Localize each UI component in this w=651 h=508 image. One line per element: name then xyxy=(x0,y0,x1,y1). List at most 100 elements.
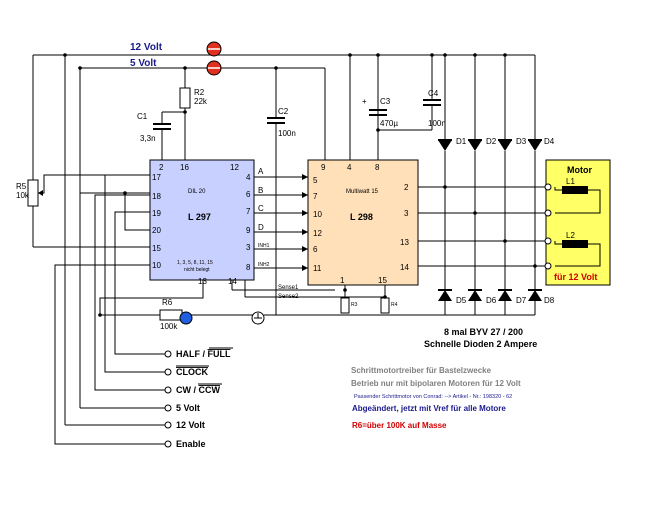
ground-icon xyxy=(251,311,265,325)
rail-5v: 5 Volt xyxy=(80,58,325,76)
svg-text:15: 15 xyxy=(378,276,387,285)
svg-text:3: 3 xyxy=(404,209,409,218)
svg-text:4: 4 xyxy=(246,173,251,182)
rail-12v: 12 Volt xyxy=(33,41,535,57)
svg-text:CW / CCW: CW / CCW xyxy=(176,385,220,395)
svg-text:R6: R6 xyxy=(162,298,173,307)
input-terminals xyxy=(164,350,172,448)
svg-text:11: 11 xyxy=(313,264,322,273)
svg-text:10: 10 xyxy=(152,261,161,270)
svg-text:D8: D8 xyxy=(544,296,555,305)
svg-text:16: 16 xyxy=(180,163,189,172)
out-d-label: D xyxy=(258,223,264,232)
svg-text:CLOCK: CLOCK xyxy=(176,367,208,377)
motor-box: Motor L1 L2 für 12 Volt xyxy=(544,159,611,286)
note-title: Schrittmotortreiber für Bastelzwecke xyxy=(351,366,492,375)
svg-text:C1: C1 xyxy=(137,112,148,121)
diode-note-line2: Schnelle Dioden 2 Ampere xyxy=(424,339,537,349)
svg-text:8: 8 xyxy=(375,163,380,172)
resistor-r6: R6 100k xyxy=(100,298,258,331)
terminal-12v xyxy=(164,421,172,429)
diodes-top: D1 D2 D3 D4 xyxy=(438,137,555,151)
svg-text:8: 8 xyxy=(246,263,251,272)
svg-text:9: 9 xyxy=(246,226,251,235)
svg-text:C2: C2 xyxy=(278,107,289,116)
svg-text:D6: D6 xyxy=(486,296,497,305)
svg-text:14: 14 xyxy=(400,263,409,272)
svg-text:470µ: 470µ xyxy=(380,119,398,128)
svg-text:7: 7 xyxy=(313,192,318,201)
svg-text:3,3n: 3,3n xyxy=(140,134,156,143)
svg-text:DIL 20: DIL 20 xyxy=(188,189,206,195)
svg-text:nicht belegt: nicht belegt xyxy=(184,267,210,273)
potentiometer-r5: R5 10k xyxy=(16,174,95,207)
terminal-cw-ccw xyxy=(164,386,172,394)
svg-text:L2: L2 xyxy=(566,231,575,240)
out-b-label: B xyxy=(258,186,263,195)
terminal-half-full xyxy=(164,350,172,358)
svg-text:10: 10 xyxy=(313,210,322,219)
svg-text:D5: D5 xyxy=(456,296,467,305)
capacitor-c2: C2 100n xyxy=(267,107,296,138)
svg-text:1, 3, 5, 8, 11, 15: 1, 3, 5, 8, 11, 15 xyxy=(177,260,213,266)
svg-text:6: 6 xyxy=(313,245,318,254)
svg-text:Multiwatt 15: Multiwatt 15 xyxy=(346,189,379,195)
resistor-r3: R3 xyxy=(340,297,358,314)
svg-text:14: 14 xyxy=(228,277,237,286)
svg-text:5 Volt: 5 Volt xyxy=(176,403,200,413)
svg-text:12: 12 xyxy=(313,229,322,238)
sense2-label: Sense2 xyxy=(278,294,299,300)
diodes-bottom: D5 D6 D7 D8 xyxy=(438,289,555,305)
out-a-label: A xyxy=(258,167,264,176)
svg-text:17: 17 xyxy=(152,173,161,182)
svg-text:D4: D4 xyxy=(544,137,555,146)
svg-text:6: 6 xyxy=(246,190,251,199)
terminal-enable xyxy=(164,440,172,448)
svg-text:Motor: Motor xyxy=(567,165,592,175)
rail-12v-label: 12 Volt xyxy=(130,42,163,53)
svg-text:C3: C3 xyxy=(380,97,391,106)
diode-note-line1: 8 mal BYV 27 / 200 xyxy=(444,327,523,337)
svg-text:100n: 100n xyxy=(428,119,446,128)
input-labels: HALF / FULL CLOCK CW / CCW 5 Volt 12 Vol… xyxy=(176,349,231,449)
svg-text:5: 5 xyxy=(313,176,318,185)
svg-text:20: 20 xyxy=(152,226,161,235)
svg-text:R4: R4 xyxy=(391,302,398,308)
svg-text:D1: D1 xyxy=(456,137,467,146)
svg-text:9: 9 xyxy=(321,163,326,172)
svg-text:L1: L1 xyxy=(566,177,575,186)
notes: Schrittmotortreiber für Bastelzwecke Bet… xyxy=(351,366,521,430)
svg-text:7: 7 xyxy=(246,207,251,216)
capacitor-c3: C3 470µ + xyxy=(362,97,398,128)
svg-text:4: 4 xyxy=(347,163,352,172)
svg-text:22k: 22k xyxy=(194,97,208,106)
svg-text:13: 13 xyxy=(400,238,409,247)
vref-indicator xyxy=(179,311,193,325)
ic-l297: DIL 20 L 297 1, 3, 5, 8, 11, 15 nicht be… xyxy=(149,159,255,286)
svg-text:für 12 Volt: für 12 Volt xyxy=(554,272,597,282)
terminal-clock xyxy=(164,368,172,376)
svg-text:R2: R2 xyxy=(194,88,205,97)
signal-lines xyxy=(254,174,308,271)
svg-text:12 Volt: 12 Volt xyxy=(176,420,205,430)
coil-l2 xyxy=(562,240,588,248)
out-c-label: C xyxy=(258,204,264,213)
svg-text:12: 12 xyxy=(230,163,239,172)
terminal-5v xyxy=(164,404,172,412)
svg-text:Enable: Enable xyxy=(176,439,206,449)
svg-text:100n: 100n xyxy=(278,129,296,138)
svg-text:+: + xyxy=(362,97,367,106)
svg-text:1: 1 xyxy=(340,276,345,285)
svg-text:10k: 10k xyxy=(16,191,30,200)
note-line3: Passender Schrittmotor von Conrad: --> A… xyxy=(354,394,512,400)
svg-text:D2: D2 xyxy=(486,137,497,146)
svg-text:L 298: L 298 xyxy=(350,212,373,222)
svg-text:18: 18 xyxy=(152,192,161,201)
sense1-label: Sense1 xyxy=(278,285,299,291)
svg-text:2: 2 xyxy=(404,183,409,192)
svg-text:3: 3 xyxy=(246,243,251,252)
resistor-r2: R2 22k xyxy=(179,87,208,109)
svg-text:D7: D7 xyxy=(516,296,527,305)
coil-l1 xyxy=(562,186,588,194)
